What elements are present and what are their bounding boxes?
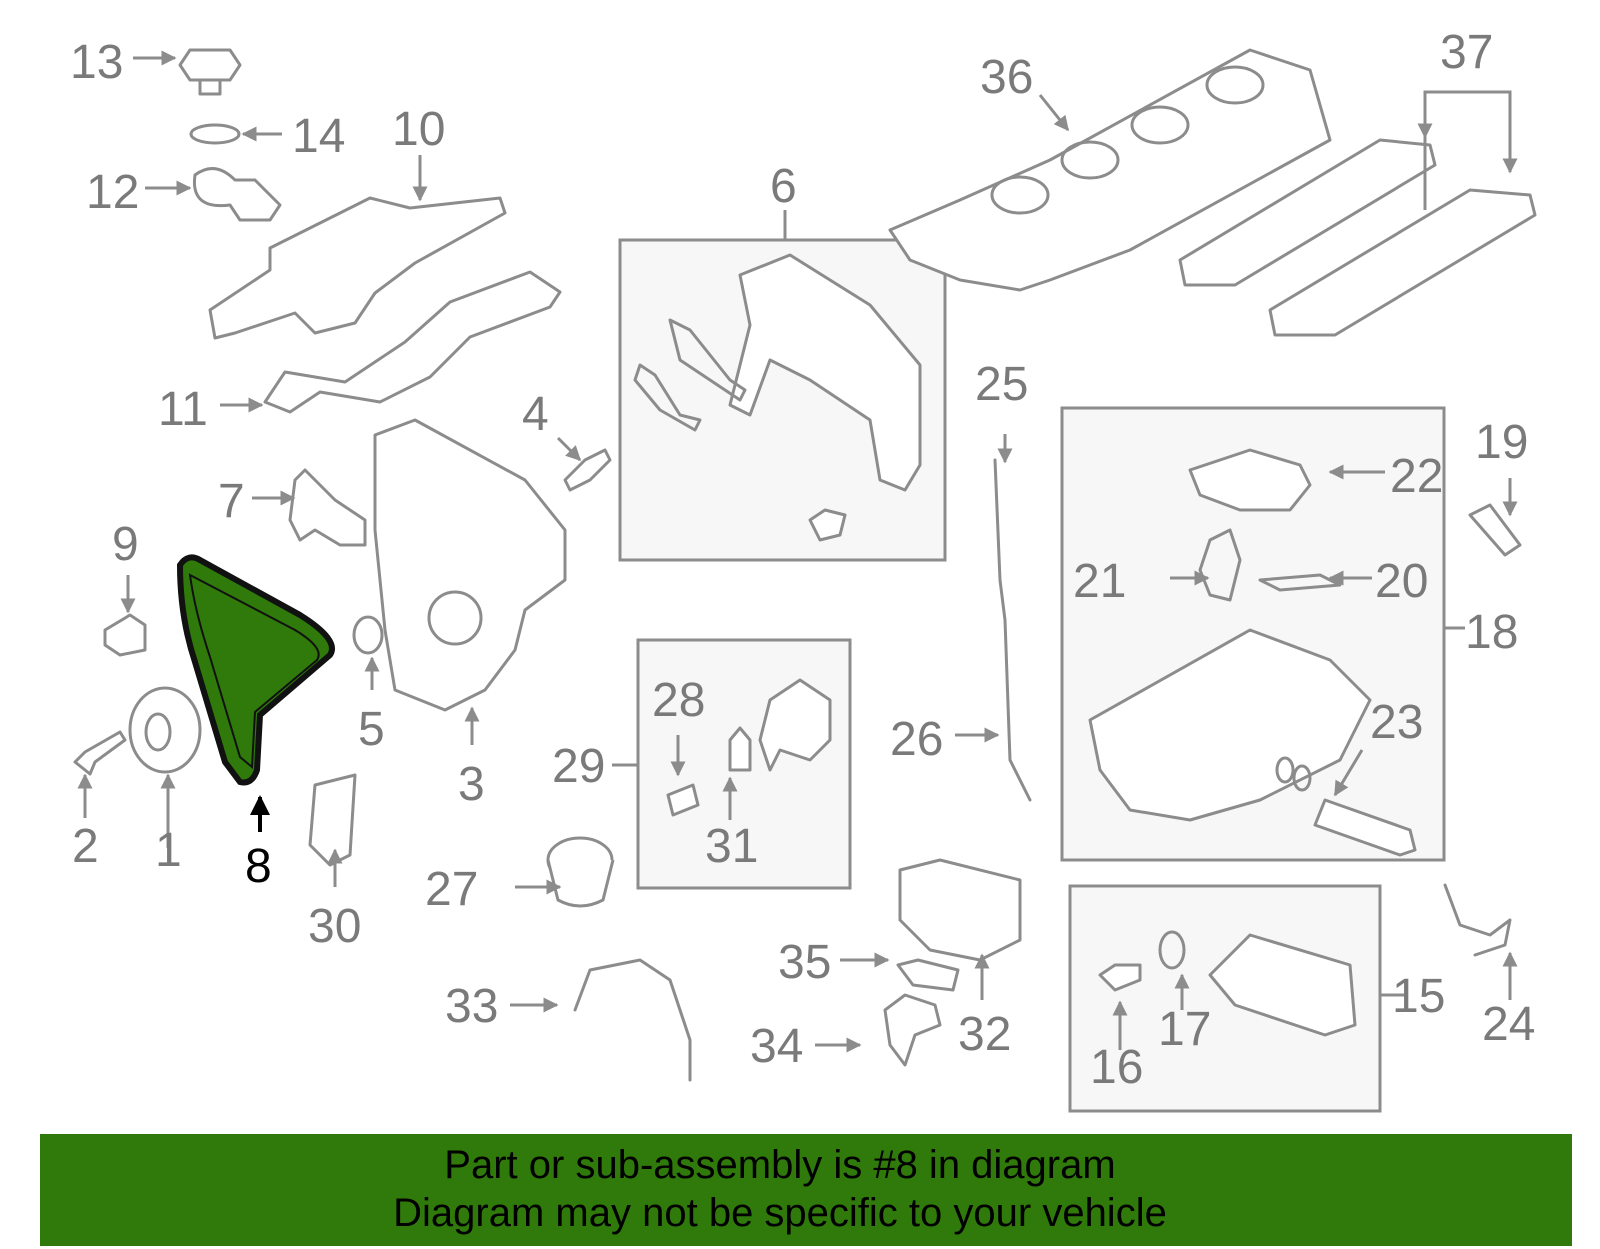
banner-line-2: Diagram may not be specific to your vehi… <box>393 1191 1167 1235</box>
pipe-23-part[interactable] <box>1313 798 1417 857</box>
sensor-31-part[interactable] <box>728 726 752 772</box>
callout-17: 17 <box>1158 1003 1211 1056</box>
callout-37: 37 <box>1440 26 1493 79</box>
callout-14: 14 <box>292 110 345 163</box>
callout-28: 28 <box>652 674 705 727</box>
dipstick-part[interactable] <box>993 458 1032 802</box>
manifold-gasket-b-part[interactable] <box>1268 188 1537 337</box>
callout-7: 7 <box>218 475 245 528</box>
callout-35: 35 <box>778 936 831 989</box>
callout-21: 21 <box>1073 555 1126 608</box>
baffle-22-part[interactable] <box>1188 448 1312 512</box>
o-ring-5-part[interactable] <box>352 615 384 655</box>
valve-cover-gasket-part[interactable] <box>263 270 562 414</box>
oil-pan-lower-part[interactable] <box>1208 933 1357 1037</box>
gasket-35-part[interactable] <box>896 958 960 992</box>
washer-17-part[interactable] <box>1158 930 1186 970</box>
oil-pipe-part[interactable] <box>573 958 692 1082</box>
callout-16: 16 <box>1090 1041 1143 1094</box>
gasket-6a-part[interactable] <box>668 318 747 402</box>
sensor-4-part[interactable] <box>563 448 612 492</box>
cover-gasket-part[interactable] <box>192 167 282 222</box>
callout-1: 1 <box>155 824 182 877</box>
sensor-19-part[interactable] <box>1468 503 1522 557</box>
callout-32: 32 <box>958 1008 1011 1061</box>
callout-30: 30 <box>308 900 361 953</box>
callout-24: 24 <box>1482 998 1535 1051</box>
callout-10: 10 <box>392 103 445 156</box>
callout-19: 19 <box>1475 416 1528 469</box>
callout-34: 34 <box>750 1020 803 1073</box>
callout-33: 33 <box>445 980 498 1033</box>
bracket-24-part[interactable] <box>1443 883 1512 957</box>
crank-pulley-part[interactable] <box>128 686 202 774</box>
callout-4: 4 <box>522 388 549 441</box>
callout-15: 15 <box>1392 970 1445 1023</box>
callout-8: 8 <box>245 840 272 893</box>
crank-pulley-hub <box>144 712 172 752</box>
callout-27: 27 <box>425 863 478 916</box>
intake-manifold-part[interactable] <box>888 48 1332 292</box>
strainer-34-part[interactable] <box>883 993 942 1067</box>
callout-labels: 1 2 3 4 5 6 7 8 9 10 11 12 13 14 15 16 1… <box>70 26 1535 1094</box>
banner-line-1: Part or sub-assembly is #8 in diagram <box>444 1143 1116 1187</box>
timing-case-6-part[interactable] <box>728 253 922 492</box>
gasket-6b-part[interactable] <box>633 363 702 432</box>
highlighted-part-8-inner <box>188 573 320 770</box>
valve-cover-part[interactable] <box>208 196 507 340</box>
o-ring-23a <box>1275 756 1295 784</box>
callout-3: 3 <box>458 758 485 811</box>
manifold-gasket-a-part[interactable] <box>1178 138 1437 287</box>
timing-cover-part[interactable] <box>373 418 567 712</box>
callout-29: 29 <box>552 740 605 793</box>
callout-31: 31 <box>705 820 758 873</box>
callout-13: 13 <box>70 36 123 89</box>
cap-o-ring-part[interactable] <box>189 123 241 145</box>
bracket-21-part[interactable] <box>1198 528 1242 602</box>
callout-18: 18 <box>1465 606 1518 659</box>
oil-pump-cover-part[interactable] <box>758 678 832 772</box>
callout-26: 26 <box>890 713 943 766</box>
plug-28-part[interactable] <box>666 783 700 817</box>
oil-pump-part[interactable] <box>898 858 1022 962</box>
tensioner-9-part[interactable] <box>103 613 147 657</box>
oil-filler-cap-part[interactable] <box>178 48 242 96</box>
sensor-7-part[interactable] <box>288 468 367 547</box>
o-ring-23b <box>1292 764 1312 792</box>
leader-lines <box>77 50 1518 1053</box>
info-banner: Part or sub-assembly is #8 in diagram Di… <box>40 1134 1572 1246</box>
callout-22: 22 <box>1390 450 1443 503</box>
bolt-6-part[interactable] <box>808 508 847 542</box>
callout-11: 11 <box>158 383 208 436</box>
callout-9: 9 <box>112 518 139 571</box>
callout-25: 25 <box>975 358 1028 411</box>
callout-2: 2 <box>72 820 99 873</box>
callout-5: 5 <box>358 703 385 756</box>
timing-cover-seal <box>427 590 483 646</box>
callout-20: 20 <box>1375 555 1428 608</box>
callout-6: 6 <box>770 160 797 213</box>
callout-23: 23 <box>1370 696 1423 749</box>
callout-36: 36 <box>980 51 1033 104</box>
highlighted-part-8[interactable] <box>176 554 335 786</box>
bracket-30-part[interactable] <box>308 773 357 867</box>
callout-12: 12 <box>86 166 139 219</box>
drain-bolt-part[interactable] <box>1098 963 1142 992</box>
pulley-bolt-part[interactable] <box>73 730 127 776</box>
oil-pan-upper-part[interactable] <box>1088 628 1372 822</box>
oil-filter-part[interactable] <box>546 836 615 908</box>
